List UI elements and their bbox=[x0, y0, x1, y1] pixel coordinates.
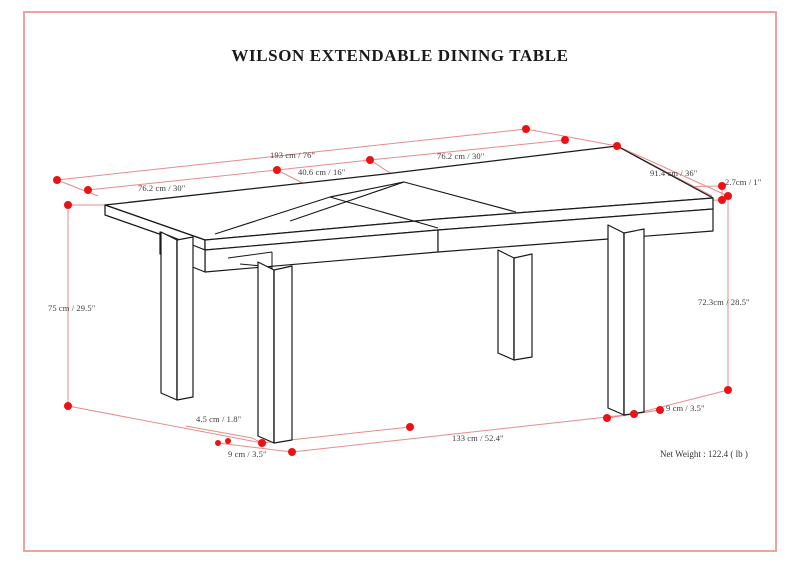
dimension-label-clearance-height: 72.3cm / 28.5" bbox=[698, 297, 750, 307]
dimension-label-leg-inset: 4.5 cm / 1.8" bbox=[196, 414, 242, 424]
leg-back-right bbox=[497, 249, 533, 361]
leg-front-right bbox=[607, 224, 645, 416]
dimension-label-overall-height: 75 cm / 29.5" bbox=[48, 303, 96, 313]
leg-back-left bbox=[160, 231, 194, 401]
extension-leaf-seams bbox=[214, 181, 517, 235]
dimension-label-leg-span: 133 cm / 52.4" bbox=[452, 433, 504, 443]
dimension-markers bbox=[53, 125, 732, 456]
dimension-label-leg-width-left: 9 cm / 3.5" bbox=[228, 449, 267, 459]
dimension-label-leaf-width: 40.6 cm / 16" bbox=[298, 167, 346, 177]
dimension-label-table-depth: 91.4 cm / 36" bbox=[650, 168, 698, 178]
dimension-label-leg-width-right: 9 cm / 3.5" bbox=[666, 403, 705, 413]
net-weight-label: Net Weight : 122.4 ( lb ) bbox=[660, 449, 748, 459]
dimension-label-top-thickness: 2.7cm / 1" bbox=[725, 177, 762, 187]
dimension-lines bbox=[56, 128, 729, 453]
page-title: WILSON EXTENDABLE DINING TABLE bbox=[231, 46, 569, 65]
leg-front-left bbox=[257, 261, 293, 444]
dimension-label-top-left-section: 76.2 cm / 30" bbox=[138, 183, 186, 193]
dimension-label-top-right-section: 76.2 cm / 30" bbox=[437, 151, 485, 161]
table-geometry bbox=[104, 145, 714, 251]
dimension-label-overall-length: 193 cm / 76" bbox=[270, 150, 316, 160]
